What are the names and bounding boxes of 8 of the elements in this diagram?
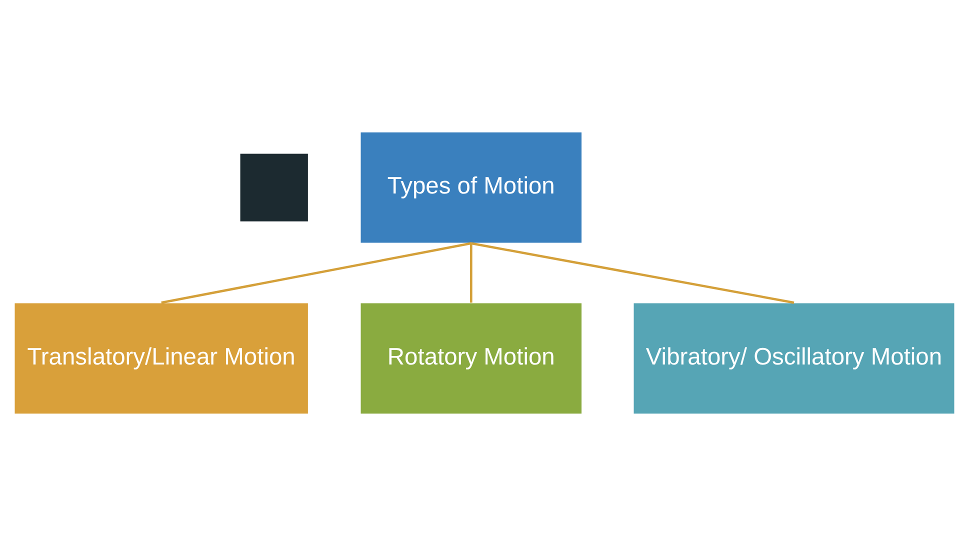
node-box — [239, 152, 310, 222]
node-box: Translatory/Linear Motion — [14, 302, 310, 414]
node-box: Rotatory Motion — [360, 302, 583, 414]
connector — [470, 242, 472, 302]
connector — [470, 242, 794, 304]
node-box: Vibratory/ Oscillatory Motion — [632, 302, 956, 414]
connector — [161, 242, 472, 304]
node-box: Types of Motion — [360, 130, 583, 244]
